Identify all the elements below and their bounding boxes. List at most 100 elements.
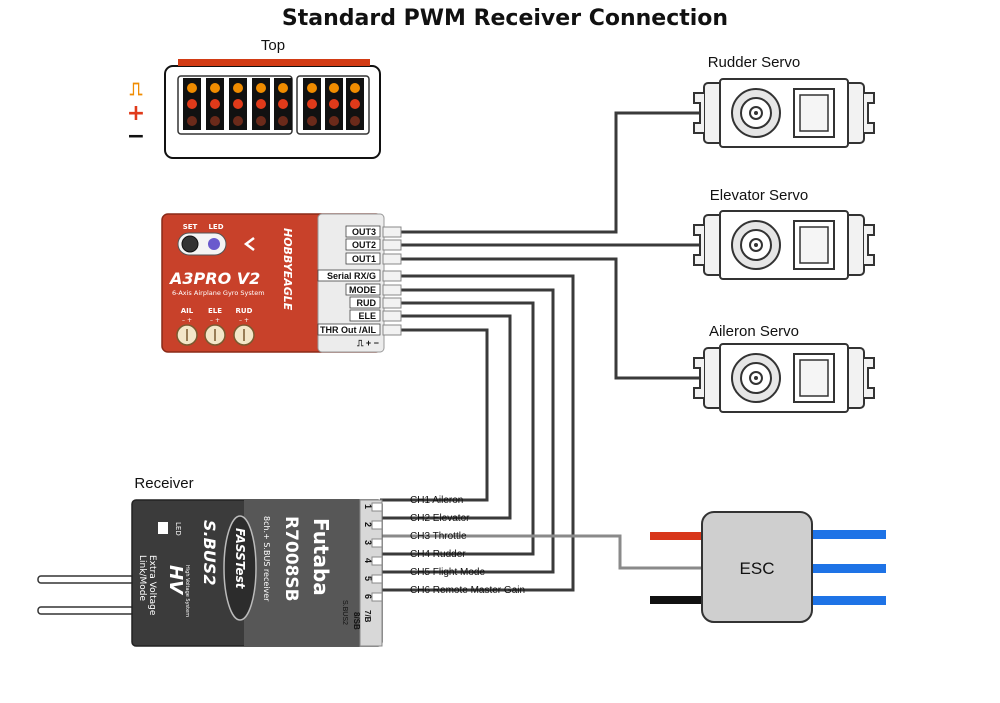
- led-indicator-label: LED: [174, 522, 182, 536]
- wires: [380, 111, 702, 592]
- receiver-brand: Futaba: [309, 518, 333, 596]
- knob-signs-ail: – +: [182, 317, 192, 324]
- extra-voltage-label: Extra Voltage: [147, 555, 157, 616]
- top-pin: [278, 99, 288, 109]
- top-view-sticker: [178, 59, 370, 66]
- knob-signs-rud: – +: [239, 317, 249, 324]
- top-pin: [210, 99, 220, 109]
- port-sbus2: S.BUS2: [341, 600, 348, 625]
- top-pin: [187, 83, 197, 93]
- esc-body: [701, 511, 813, 623]
- port-1: 1: [363, 504, 373, 509]
- pin-legend: ⎍ + −: [357, 338, 379, 348]
- ch3-label: CH3 Throttle: [410, 531, 467, 542]
- top-pin: [307, 83, 317, 93]
- port-numbers: 1 2 3 4 5 6 7/B 8/SB S.BUS2: [341, 504, 373, 630]
- set-button[interactable]: [181, 235, 199, 253]
- elevator-servo-label: Elevator Servo: [710, 187, 808, 204]
- elevator-servo: Elevator Servo: [693, 187, 875, 280]
- top-pin: [256, 116, 266, 126]
- ch4-label: CH4 Rudder: [410, 549, 466, 560]
- plus-symbol: +: [127, 101, 145, 126]
- ch5-label: CH5 Flight Mode: [410, 567, 485, 578]
- out2-label: OUT2: [352, 240, 376, 250]
- gyro-input-labels: Serial RX/G MODE RUD ELE THR Out /AIL ⎍ …: [317, 269, 381, 348]
- top-pin: [329, 83, 339, 93]
- aileron-servo-body: [693, 343, 875, 413]
- top-pin: [329, 116, 339, 126]
- top-pin: [233, 99, 243, 109]
- gyro-subtitle: 6-Axis Airplane Gyro System: [172, 289, 265, 297]
- port-8sb: 8/SB: [352, 612, 361, 630]
- aileron-servo: Aileron Servo: [693, 323, 875, 413]
- knob-label-ail: AIL: [181, 307, 194, 315]
- antenna-2: [37, 606, 135, 615]
- knob-signs-ele: – +: [210, 317, 220, 324]
- top-pin: [350, 99, 360, 109]
- port-5: 5: [363, 576, 373, 581]
- mode-label: MODE: [349, 285, 376, 295]
- top-pin: [278, 116, 288, 126]
- port-2: 2: [363, 522, 373, 527]
- ch6-label: CH6 Remote Master Gain: [410, 585, 525, 596]
- fasst-logo: FASSTest: [233, 528, 247, 590]
- elevator-servo-body: [693, 210, 875, 280]
- gyro-brand: HOBBYEAGLE: [281, 228, 294, 311]
- knob-label-ele: ELE: [208, 307, 222, 315]
- set-label: SET: [183, 223, 198, 231]
- receiver-label-area: [244, 500, 366, 646]
- top-pin: [278, 83, 288, 93]
- led-label: LED: [208, 223, 223, 231]
- top-pin: [329, 99, 339, 109]
- serial-rx-label: Serial RX/G: [327, 271, 376, 281]
- receiver-port-panel: [359, 499, 383, 647]
- esc-label: ESC: [740, 559, 775, 578]
- top-pin: [187, 116, 197, 126]
- channel-labels: CH1 Aileron CH2 Elevator CH3 Throttle CH…: [410, 495, 525, 596]
- gyro-model: A3PRO V2: [168, 269, 260, 288]
- motor-wire-b: [812, 564, 886, 573]
- link-mode-label: Link/Mode: [137, 555, 147, 601]
- gyro-unit: SET LED A3PRO V2 6-Axis Airplane Gyro Sy…: [161, 213, 402, 353]
- ch2-label: CH2 Elevator: [410, 513, 470, 524]
- top-view-label: Top: [261, 37, 285, 54]
- top-view-pins: [183, 78, 364, 130]
- ch1-label: CH1 Aileron: [410, 495, 463, 506]
- receiver-label: Receiver: [134, 475, 193, 492]
- top-pin: [210, 83, 220, 93]
- port-3: 3: [363, 540, 373, 545]
- top-view: Top ⎍ + −: [127, 37, 381, 159]
- top-pin: [307, 99, 317, 109]
- top-pin: [256, 99, 266, 109]
- wire-out1-aileron: [401, 257, 700, 380]
- gyro-output-labels: OUT3 OUT2 OUT1: [345, 225, 381, 265]
- top-pin: [187, 99, 197, 109]
- aileron-servo-label: Aileron Servo: [709, 323, 799, 340]
- top-pin: [350, 83, 360, 93]
- gyro-knobs: AIL ELE RUD – + – + – +: [176, 307, 255, 346]
- battery-positive-wire: [650, 532, 702, 540]
- signal-symbol: ⎍: [130, 79, 143, 100]
- wire-ch4-rud: [380, 301, 535, 556]
- out1-label: OUT1: [352, 254, 376, 264]
- top-pin: [307, 116, 317, 126]
- esc-unit: ESC: [650, 511, 886, 623]
- wire-ch2-ele: [380, 314, 512, 520]
- receiver-model: R7008SB: [281, 516, 301, 602]
- port-4: 4: [363, 558, 373, 563]
- sbus2-logo: S.BUS2: [200, 520, 219, 585]
- top-pin: [233, 83, 243, 93]
- link-button[interactable]: [158, 522, 168, 534]
- receiver-unit: Receiver Futaba R7008SB 8ch.+ S.BUS rece…: [37, 475, 383, 647]
- ele-label: ELE: [358, 311, 376, 321]
- receiver-desc: 8ch.+ S.BUS receiver: [262, 516, 271, 602]
- out3-label: OUT3: [352, 227, 376, 237]
- port-7b: 7/B: [363, 610, 372, 623]
- wire-ch3-esc: [380, 534, 702, 570]
- status-led: [208, 238, 220, 250]
- top-pin: [350, 116, 360, 126]
- thr-ail-label: THR Out /AIL: [320, 325, 376, 335]
- battery-negative-wire: [650, 596, 702, 604]
- gyro-pins: [382, 226, 402, 336]
